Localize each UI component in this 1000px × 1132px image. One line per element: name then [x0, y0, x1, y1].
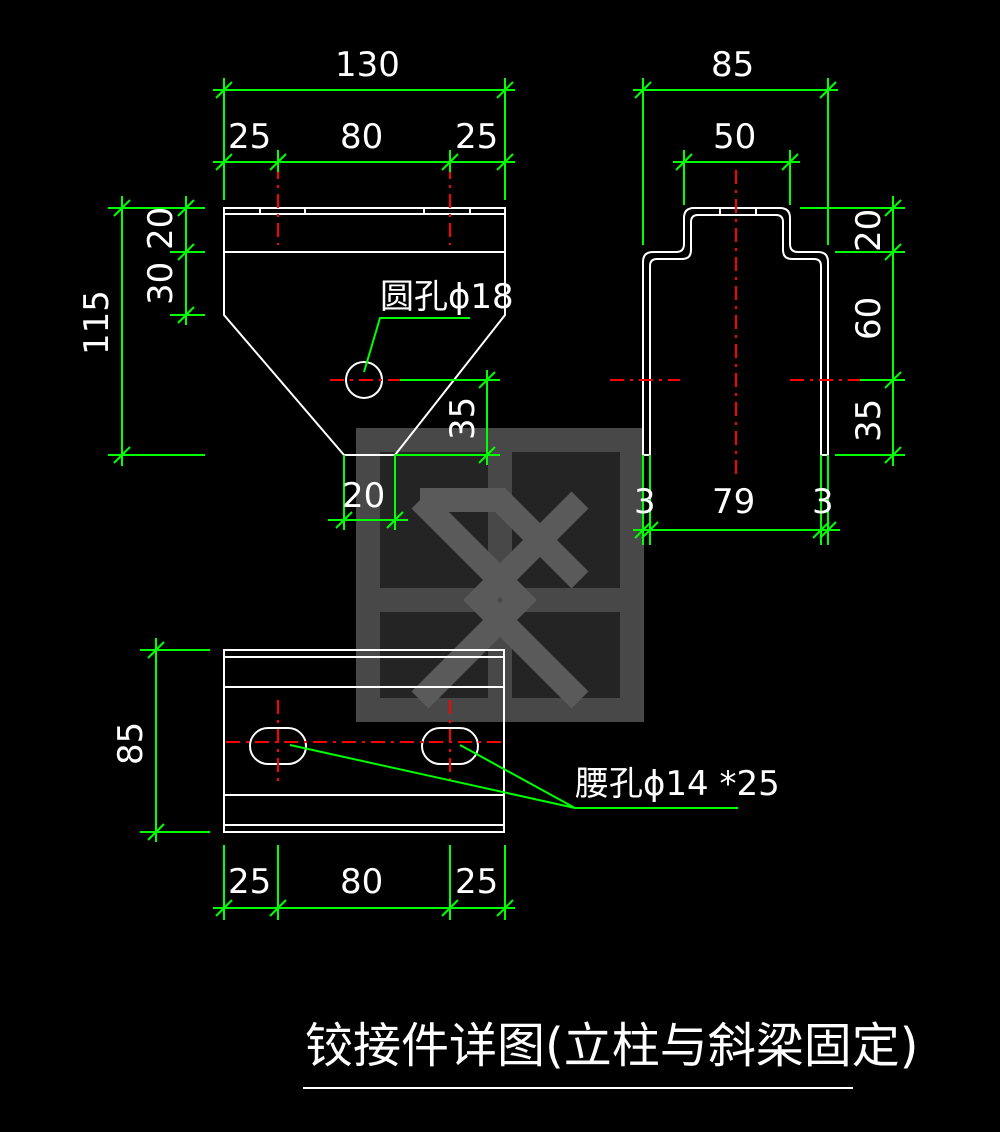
plan-width-mid: 80 [340, 862, 383, 902]
plan-view-outline [223, 649, 505, 833]
front-view-centerlines [277, 165, 451, 381]
front-width-left: 25 [228, 117, 271, 157]
side-height-bottom: 35 [849, 399, 889, 442]
drawing-title-block: 铰接件详图(立柱与斜梁固定) [303, 1018, 918, 1089]
plan-height: 85 [111, 722, 151, 765]
front-height-total: 115 [77, 290, 117, 355]
side-view: 85 50 20 60 35 3 79 3 [610, 45, 905, 545]
front-view: 130 25 80 25 115 20 30 35 20 圆孔ϕ18 [77, 45, 515, 530]
side-view-outline [642, 207, 829, 456]
side-width-outer: 85 [711, 45, 754, 85]
front-height-mid: 30 [141, 262, 181, 305]
front-bottom-width: 20 [342, 476, 385, 516]
side-view-dim-text: 85 50 20 60 35 3 79 3 [634, 45, 889, 522]
lattice-logo-icon [356, 428, 644, 722]
drawing-title: 铰接件详图(立柱与斜梁固定) [305, 1018, 918, 1074]
side-height-top: 20 [849, 209, 889, 252]
plan-view: 85 25 80 25 腰孔ϕ14 *25 [111, 638, 780, 920]
round-hole-label: 圆孔ϕ18 [380, 277, 514, 317]
side-view-dimensions [633, 78, 905, 545]
side-inner-span: 79 [712, 482, 755, 522]
plan-view-dimensions [140, 638, 738, 920]
side-view-centerlines [610, 170, 860, 475]
plan-width-right: 25 [455, 862, 498, 902]
slot-hole-label: 腰孔ϕ14 *25 [575, 764, 780, 804]
plan-view-centerlines [226, 700, 502, 785]
front-height-top: 20 [141, 207, 181, 250]
plan-view-dim-text: 85 25 80 25 腰孔ϕ14 *25 [111, 722, 780, 902]
side-thick-right: 3 [812, 482, 834, 522]
side-width-inner: 50 [713, 117, 756, 157]
side-height-mid: 60 [849, 297, 889, 340]
side-thick-left: 3 [634, 482, 656, 522]
front-hole-offset: 35 [443, 397, 483, 440]
front-width-mid: 80 [340, 117, 383, 157]
front-width-total: 130 [335, 45, 400, 85]
front-view-dimensions [108, 78, 515, 530]
front-view-dim-text: 130 25 80 25 115 20 30 35 20 圆孔ϕ18 [77, 45, 514, 516]
front-width-right: 25 [455, 117, 498, 157]
plan-width-left: 25 [228, 862, 271, 902]
